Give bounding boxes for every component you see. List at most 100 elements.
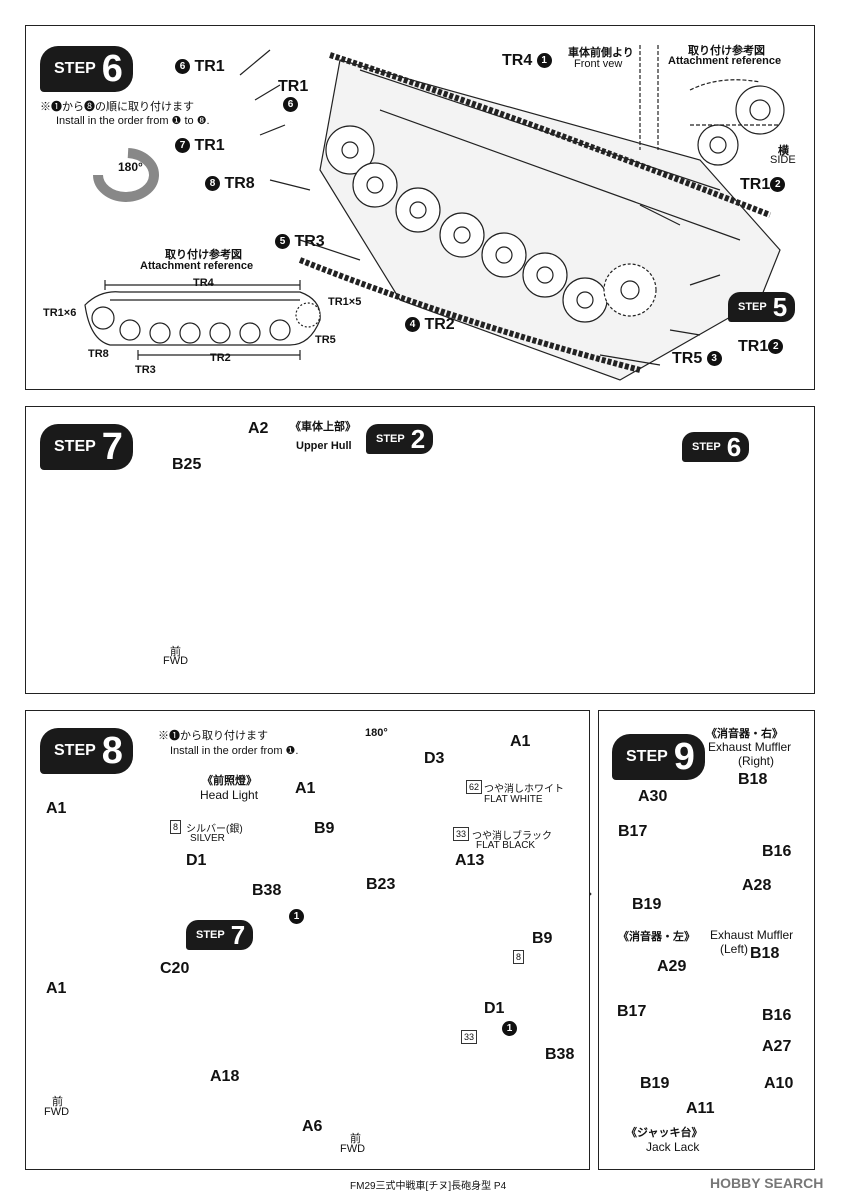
step-number: 6	[101, 47, 123, 90]
part-a1-box: A1	[510, 733, 531, 750]
step8-num1a: 1	[289, 908, 304, 926]
l-a27: A27	[762, 1038, 792, 1055]
step7-ref-badge: STEP 7	[186, 920, 254, 950]
callout-tr1-step7: 7 TR1	[175, 137, 225, 155]
step-word: STEP	[54, 60, 96, 77]
part-a6: A6	[302, 1118, 323, 1135]
step9-badge: STEP 9	[612, 734, 705, 780]
jack-a11: A11	[686, 1100, 715, 1117]
r-a28: A28	[742, 877, 772, 894]
part-b38a: B38	[252, 882, 282, 899]
callout-tr1-step6b: TR1	[278, 78, 309, 95]
l-b16: B16	[762, 1007, 792, 1024]
part-b25: B25	[172, 456, 202, 473]
front-view-jp: 車体前側より	[568, 47, 634, 59]
r-b16: B16	[762, 843, 792, 860]
part-c20: C20	[160, 960, 190, 977]
callout-num6b: 6	[283, 96, 298, 114]
side-en: SIDE	[770, 154, 796, 166]
fwd-en: FWD	[163, 655, 189, 667]
step8-panel	[25, 710, 590, 1170]
paint-62-jp: つや消しホワイト	[484, 784, 564, 795]
l-a29: A29	[657, 958, 687, 975]
step2-ref-badge: STEP 2	[366, 424, 434, 454]
muffler-right-jp: 《消音器・右》	[706, 728, 783, 740]
upper-hull-jp: 《車体上部》	[290, 421, 356, 433]
paint-33-jp: つや消しブラック	[472, 831, 552, 842]
step8-fwd2-jp: 前	[350, 1133, 361, 1145]
part-a1-top: A1	[295, 780, 316, 797]
watermark: HOBBY SEARCH	[710, 1175, 824, 1191]
callout-tr1-step6a: 6 TR1	[175, 58, 225, 76]
front-view-en: Front vew	[574, 58, 623, 70]
paint-8: 8	[170, 820, 182, 834]
step8-num1b: 1	[502, 1020, 517, 1038]
r-b19: B19	[632, 896, 662, 913]
step8-rotate: 180°	[365, 727, 388, 739]
l-b19: B19	[640, 1075, 670, 1092]
part-d1b: D1	[484, 1000, 505, 1017]
l-b17: B17	[617, 1003, 647, 1020]
step8-order-jp: ※❶から取り付けます	[158, 730, 268, 742]
step5-ref-badge: STEP 5	[728, 292, 796, 322]
page-footer: FM29三式中戦車[チヌ]長砲身型 P4	[350, 1181, 507, 1192]
callout-tr8: 8 TR8	[205, 175, 255, 193]
step8-badge: STEP 8	[40, 728, 133, 774]
ref-title-jp: 取り付け参考図	[165, 249, 242, 261]
r-a30: A30	[638, 788, 668, 805]
paint-8b: 8	[513, 950, 525, 964]
muffler-right-en2: (Right)	[738, 754, 775, 768]
paint-33b: 33	[461, 1030, 478, 1044]
jack-a10: A10	[764, 1075, 794, 1092]
callout-tr3: 5 TR3	[275, 233, 325, 251]
step6-badge: STEP 6	[40, 46, 133, 92]
muffler-left-jp: 《消音器・左》	[618, 931, 695, 943]
attach-ref-jp: 取り付け参考図	[688, 45, 765, 57]
step8-fwd-jp: 前	[52, 1096, 63, 1108]
r-b17: B17	[618, 823, 648, 840]
ref-title-en: Attachment reference	[140, 260, 254, 272]
step9-panel	[598, 710, 815, 1170]
headlight-jp: 《前照燈》	[202, 775, 257, 787]
l-b18: B18	[750, 945, 780, 962]
callout-tr2: 4 TR2	[405, 316, 455, 334]
muffler-right-en: Exhaust Muffler	[708, 740, 792, 754]
attach-ref-en: Attachment reference	[668, 55, 782, 67]
ref-tr2: TR2	[210, 352, 231, 364]
step8-fwd-en: FWD	[44, 1106, 70, 1118]
part-d3: D3	[424, 750, 445, 767]
part-b38b: B38	[545, 1046, 575, 1063]
paint-8-en: SILVER	[190, 833, 225, 844]
part-a1-left1: A1	[46, 800, 67, 817]
step7-badge: STEP 7	[40, 424, 133, 470]
paint-62-en: FLAT WHITE	[484, 794, 543, 805]
step6-order-note-jp: ※❶から❽の順に取り付けます	[40, 101, 194, 113]
muffler-left-en: Exhaust Muffler	[710, 928, 794, 942]
ref-tr5: TR5	[315, 334, 336, 346]
jack-en: Jack Lack	[646, 1140, 700, 1154]
step6-order-note-en: Install in the order from ❶ to ❽.	[56, 115, 210, 127]
jack-jp: 《ジャッキ台》	[626, 1127, 703, 1139]
muffler-left-en2: (Left)	[720, 942, 749, 956]
upper-hull-en: Upper Hull	[296, 440, 352, 452]
rotate-label: 180°	[118, 160, 143, 174]
step6-ref-badge: STEP 6	[682, 432, 750, 462]
paint-8-jp: シルバー(銀)	[186, 824, 243, 835]
part-b9a: B9	[314, 820, 335, 837]
part-a2: A2	[248, 420, 269, 437]
part-a13: A13	[455, 852, 485, 869]
part-b9b: B9	[532, 930, 553, 947]
ref-tr4: TR4	[193, 277, 214, 289]
part-d1a: D1	[186, 852, 207, 869]
part-b23: B23	[366, 876, 396, 893]
ref-tr3: TR3	[135, 364, 156, 376]
paint-33: 33	[453, 827, 470, 841]
ref-tr1x6: TR1×6	[43, 307, 77, 319]
paint-62: 62	[466, 780, 483, 794]
callout-tr5: TR5 3	[672, 350, 722, 368]
step8-order-en: Install in the order from ❶.	[170, 745, 299, 757]
fwd-jp: 前	[170, 646, 181, 658]
side-jp: 横	[778, 145, 789, 157]
